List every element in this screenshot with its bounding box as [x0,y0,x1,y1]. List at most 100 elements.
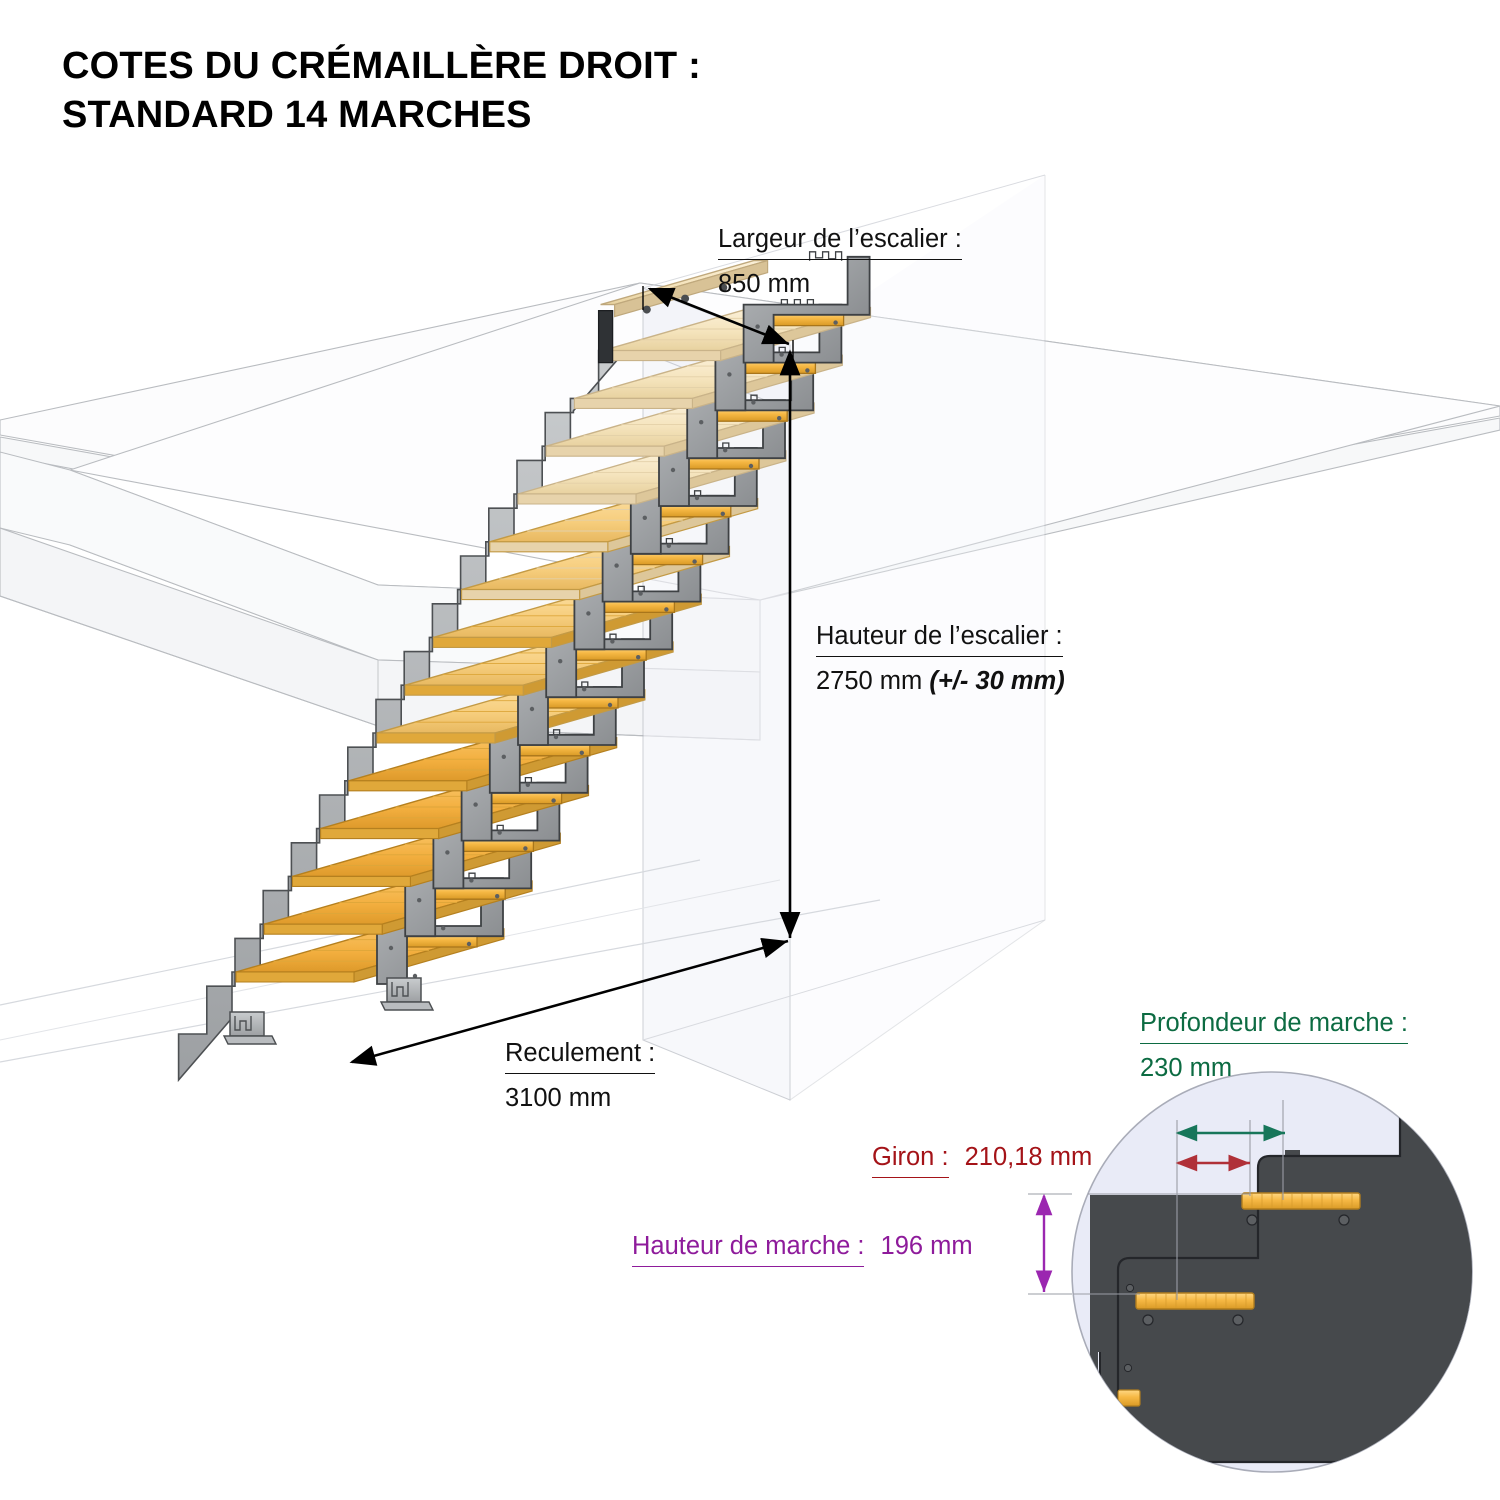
stringer-rivet [670,467,676,473]
detail-dimension-arrows [1035,1124,1285,1292]
base-foot-near [379,977,435,1011]
stringer-rivet [638,591,643,596]
foot-slot [234,1016,252,1031]
tread-end-face [489,541,609,553]
staircase-assembly [177,251,872,1083]
stringer-rivet [469,878,474,883]
stringer-rivet [779,352,784,357]
stringer-rivet [610,639,615,644]
stringer-rivet [692,559,697,564]
stringer-rivet [497,830,502,835]
stringer-rivet [694,495,700,501]
stringer-rivet [751,400,756,405]
stringer-rivet [558,659,563,664]
tread-end-face [235,971,355,983]
label-hauteur-value: 2750 mm [816,667,923,696]
tread-end-face [320,828,440,840]
stringer-rivet [388,945,394,951]
stringer-rivet [777,416,782,421]
stringer-rivet [466,941,472,947]
stair-step [545,346,815,460]
step-detail-inset [1028,1071,1473,1473]
tread-end-face [291,875,411,887]
label-reculement-text: Reculement : [505,1035,656,1075]
tread-end-face [263,923,383,935]
label-hauteur-marche: Hauteur de marche : 196 mm [632,1228,973,1268]
stringer-rivet [582,687,587,692]
tread-end-face [376,732,496,744]
stringer-rivet [501,754,506,759]
stringer-rivet [748,463,754,469]
label-hauteur-marche-text: Hauteur de marche : [632,1228,865,1268]
stringer-rivet [417,898,422,903]
tread-end-face [517,493,637,505]
stringer-rivet [720,511,725,516]
stringer-rivet [805,368,810,373]
label-largeur-value: 850 mm [718,270,811,299]
tread-end-face [573,397,693,409]
reculement-dimension-arrow [349,937,789,1066]
label-largeur-text: Largeur de l’escalier : [718,221,962,261]
stringer-rivet [553,734,559,740]
stair-step [348,681,618,794]
tread-end-face [432,636,552,648]
label-reculement: Reculement : 3100 mm [505,1035,656,1116]
foot-base [222,1035,278,1045]
label-profondeur-text: Profondeur de marche : [1140,1005,1408,1045]
header-bracket [597,309,614,364]
header-bolt [642,305,651,314]
tread-end-face [404,684,524,696]
stair-step [404,585,674,699]
stair-step [291,776,561,890]
stringer-rivet [473,802,478,807]
dimension-arrows-main [349,286,801,1066]
page-title: COTES DU CRÉMAILLÈRE DROIT : STANDARD 14… [62,45,701,137]
base-foot-far [222,1011,278,1045]
foot-base [379,1001,435,1011]
label-hauteur-tolerance: (+/- 30 mm) [929,667,1065,696]
stringer-rivet [586,611,591,616]
tread-end-face [602,350,722,362]
label-hauteur-marche-value: 196 mm [880,1232,973,1260]
label-giron-text: Giron : [872,1139,949,1179]
label-profondeur-marche: Profondeur de marche : 230 mm [1140,1005,1408,1086]
stringer-rivet [523,846,528,851]
detail-tread-strip-lower [1135,1292,1255,1310]
stringer-rivet [636,655,641,660]
stringer-notch [808,251,843,261]
label-hauteur-text: Hauteur de l’escalier : [816,618,1063,658]
stringer-rivet [529,706,535,712]
stringer-rivet [607,702,613,708]
stringer-rivet [755,324,760,329]
label-hauteur-escalier: Hauteur de l’escalier : 2750 mm (+/- 30 … [816,618,1065,699]
stair-step [461,490,731,603]
stringer-rivet [441,926,446,931]
label-largeur-escalier: Largeur de l’escalier : 850 mm [718,221,962,302]
label-hauteur-value-row: 2750 mm (+/- 30 mm) [816,663,1065,699]
detail-tread-strip-upper [1241,1192,1361,1210]
stringer-rivet [723,448,728,453]
stair-step [489,442,759,555]
stringer-rivet [727,372,732,377]
tread-end-face [348,780,468,792]
stairwell-opening-ghost [642,174,1046,1101]
tread-end-face [461,589,581,601]
width-dimension-arrow [647,287,790,346]
stair-step [376,633,646,746]
stringer-rivet [642,515,647,520]
stringer-rivet [699,420,704,425]
stringer-rivet [445,850,450,855]
label-reculement-value: 3100 mm [505,1084,612,1113]
stringer-rivet [495,894,500,899]
tread-end-face [545,445,665,457]
stringer-rivet [666,543,671,548]
stringer-rivet [664,607,669,612]
stair-step [432,537,702,651]
stringer-rivet [833,320,838,325]
label-profondeur-value: 230 mm [1140,1054,1233,1083]
stringer-rivet [525,782,530,787]
label-giron-value: 210,18 mm [964,1143,1093,1171]
label-giron: Giron : 210,18 mm [872,1139,1093,1179]
